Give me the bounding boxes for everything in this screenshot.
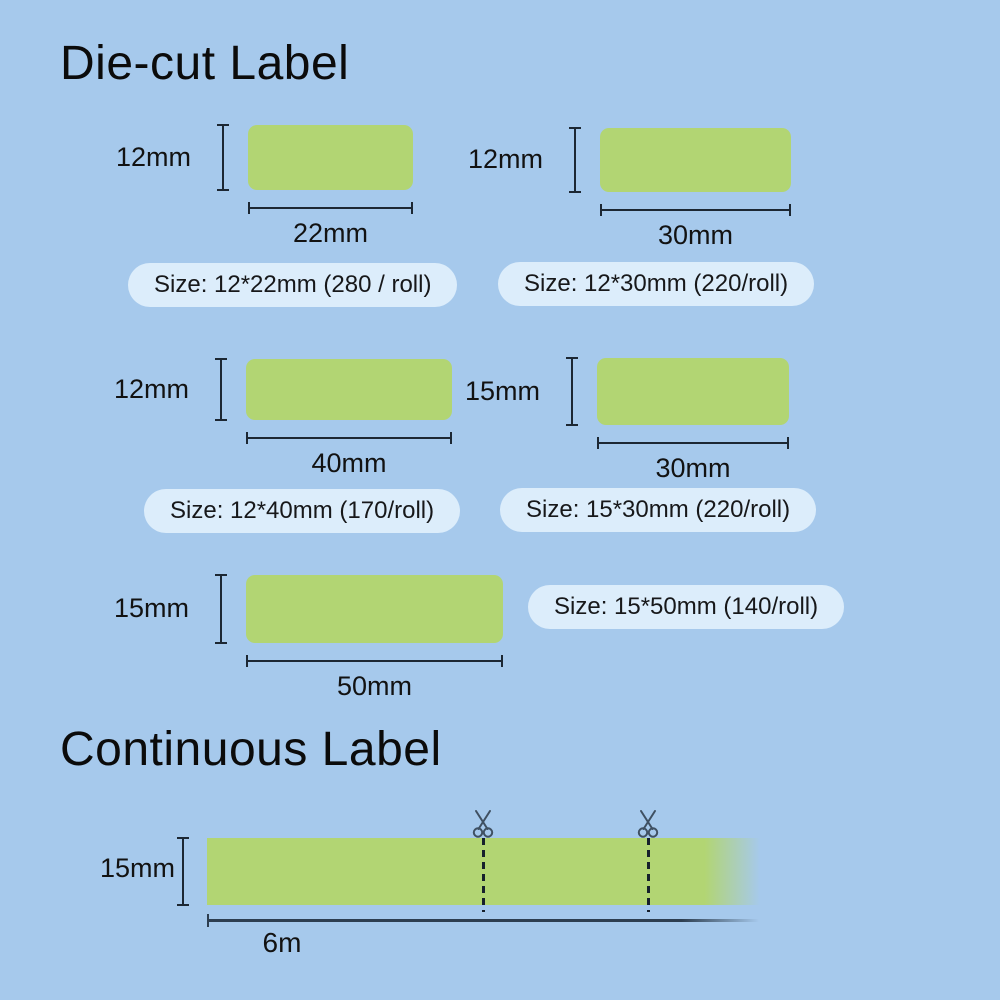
height-dimension-line xyxy=(569,127,581,193)
width-dimension-label: 30mm xyxy=(657,220,733,250)
height-dimension-label: 12mm xyxy=(115,141,191,172)
width-dimension-line xyxy=(246,432,452,444)
size-badge-15x30: Size: 15*30mm (220/roll) xyxy=(500,488,817,532)
width-dimension-label: 30mm xyxy=(655,453,731,483)
height-dimension-label: 15mm xyxy=(113,593,189,623)
length-dimension-line xyxy=(207,914,759,927)
label-swatch xyxy=(248,125,413,190)
width-dimension-label: 22mm xyxy=(292,218,368,248)
height-dimension-label: 12mm xyxy=(467,144,543,174)
label-swatch xyxy=(600,128,791,192)
height-dimension-label: 12mm xyxy=(113,373,189,404)
height-dimension-line xyxy=(566,357,578,426)
width-dimension-line xyxy=(246,655,503,667)
size-badge-12x40: Size: 12*40mm (170/roll) xyxy=(144,489,461,533)
height-dimension-line xyxy=(177,837,189,906)
height-dimension-line xyxy=(217,124,229,191)
width-dimension-label: 50mm xyxy=(336,671,412,701)
width-dimension-label: 40mm xyxy=(311,448,387,478)
label-swatch xyxy=(246,575,503,643)
scissors-icon xyxy=(472,810,494,838)
width-dimension-line xyxy=(248,202,413,214)
diecut-section-title: Die-cut Label xyxy=(60,37,350,90)
height-dimension-label: 15mm xyxy=(464,375,540,406)
width-dimension-line xyxy=(600,204,791,216)
scissors-icon xyxy=(637,810,659,838)
size-badge-15x50: Size: 15*50mm (140/roll) xyxy=(528,585,845,629)
height-dimension-line xyxy=(215,574,227,644)
width-dimension-line xyxy=(597,437,789,449)
size-badge-12x30: Size: 12*30mm (220/roll) xyxy=(498,262,815,306)
label-swatch xyxy=(597,358,789,425)
label-swatch xyxy=(246,359,452,420)
continuous-section-title: Continuous Label xyxy=(60,723,442,776)
cut-dashed-line xyxy=(647,838,650,912)
cut-dashed-line xyxy=(482,838,485,912)
height-dimension-label: 15mm xyxy=(100,853,176,883)
size-badge-12x22: Size: 12*22mm (280 / roll) xyxy=(128,263,458,307)
length-dimension-label: 6m xyxy=(262,927,302,958)
height-dimension-line xyxy=(215,358,227,421)
